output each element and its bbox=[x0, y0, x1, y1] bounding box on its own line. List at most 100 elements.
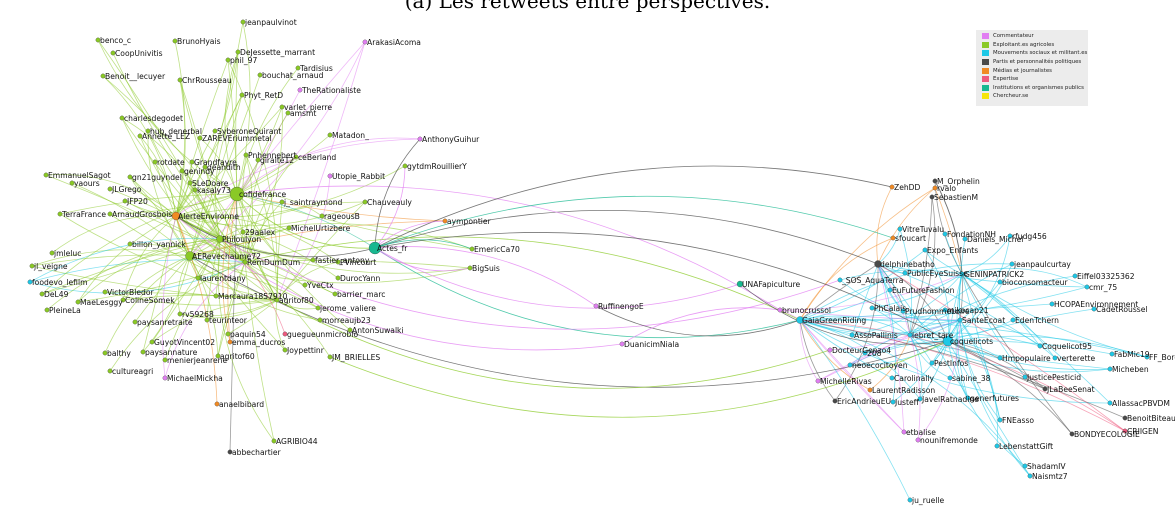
node-genindy bbox=[179, 168, 185, 174]
cluster-edge bbox=[224, 51, 239, 195]
node-label-morreaujb23: morreaujb23 bbox=[322, 316, 371, 325]
bridge-edge bbox=[236, 193, 376, 249]
cluster-edge bbox=[189, 255, 219, 357]
node-label-nounifremonde: nounifremonde bbox=[920, 436, 978, 445]
node-JM_BRIELLES bbox=[327, 354, 333, 360]
cluster-edge bbox=[909, 334, 923, 400]
cluster-edge bbox=[799, 237, 894, 321]
node-M_Orphelin bbox=[932, 178, 938, 184]
node-Justeff bbox=[890, 399, 896, 405]
node-FNEasso bbox=[997, 417, 1003, 423]
node-Chauveauly bbox=[362, 199, 368, 205]
node-emma_ducros bbox=[227, 339, 233, 345]
node-label-GuyotVincent02: GuyotVincent02 bbox=[154, 338, 215, 347]
node-BenoitBiteau bbox=[1122, 415, 1128, 421]
cluster-edge bbox=[227, 193, 238, 343]
cluster-edge bbox=[181, 170, 246, 263]
cluster-edge bbox=[217, 261, 246, 357]
node-label-TerraFrance: TerraFrance bbox=[61, 210, 106, 219]
node-RuffinengoE bbox=[593, 303, 599, 309]
bridge-edge bbox=[374, 210, 879, 265]
cluster-edge bbox=[164, 238, 221, 361]
node-label-abbechartier: abbechartier bbox=[232, 448, 281, 457]
node-JFP20 bbox=[122, 198, 128, 204]
cluster-edge bbox=[779, 273, 963, 311]
cluster-edge bbox=[799, 286, 1088, 322]
bridge-edge bbox=[374, 165, 893, 249]
node-label-SOS_AquaTerra: _SOS_AquaTerra bbox=[841, 276, 903, 285]
node-JavelRatnadine bbox=[917, 396, 923, 402]
node-barrier_marc bbox=[332, 291, 338, 297]
cluster-edge bbox=[877, 263, 1088, 288]
node-label-Marcaura1857910: Marcaura1857910 bbox=[218, 292, 288, 301]
cluster-edge bbox=[909, 319, 1014, 339]
cluster-edge bbox=[97, 39, 238, 195]
node-label-rvalo: rvalo bbox=[937, 184, 956, 193]
node-label-EricAndrieuEU: EricAndrieuEU bbox=[837, 397, 891, 406]
bridge-edge bbox=[244, 236, 801, 321]
cluster-edge bbox=[799, 319, 911, 501]
cluster-edge bbox=[909, 263, 1013, 336]
node-label-RuffinengoE: RuffinengoE bbox=[598, 302, 644, 311]
node-VictorBledor bbox=[102, 289, 108, 295]
node-label-FabMic19: FabMic19 bbox=[1114, 350, 1150, 359]
cluster-edge bbox=[899, 228, 913, 336]
node-Hmpopulaire bbox=[997, 355, 1003, 361]
cluster-edge bbox=[121, 117, 278, 301]
node-label-HCOPAEnvironnement: HCOPAEnvironnement bbox=[1054, 300, 1138, 309]
node-label-giralte12: giralte12 bbox=[260, 156, 294, 165]
node-rvalo bbox=[932, 185, 938, 191]
node-etbalise bbox=[901, 429, 907, 435]
cluster-edge bbox=[175, 215, 218, 405]
node-label-ChrRousseau: ChrRousseau bbox=[182, 76, 232, 85]
node-label-rv59268: rv59268 bbox=[182, 310, 214, 319]
node-ZAREVEriummetal bbox=[197, 135, 203, 141]
node-label-PublicEyeSuisse: PublicEyeSuisse bbox=[907, 269, 968, 278]
node-Joypettinr bbox=[282, 347, 288, 353]
node-label-hub_denerbal: hub_denerbal bbox=[150, 127, 202, 136]
bridge-edge bbox=[219, 238, 841, 330]
node-generfutures bbox=[965, 395, 971, 401]
node-label-AnnetteLEZ: Annette_LEZ bbox=[142, 132, 190, 141]
cluster-edge bbox=[961, 267, 1088, 288]
cluster-edge bbox=[244, 261, 286, 335]
cluster-edge bbox=[244, 261, 275, 442]
cluster-edge bbox=[175, 79, 186, 217]
cluster-edge bbox=[799, 263, 1013, 321]
node-label-29aalex: 29aalex bbox=[245, 228, 276, 237]
node-label-emma_ducros: emma_ducros bbox=[232, 338, 285, 347]
node-Phyt_RetD bbox=[239, 92, 245, 98]
cluster-edge bbox=[122, 255, 191, 301]
node-jeanpaulcurtay bbox=[1009, 261, 1015, 267]
node-CoopUnivitis bbox=[110, 50, 116, 56]
node-label-EdenTchern: EdenTchern bbox=[1015, 316, 1059, 325]
node-label-rotdate: rotdate bbox=[157, 158, 185, 167]
network-nodes bbox=[27, 19, 1150, 503]
node-VitreTuvalu bbox=[897, 226, 903, 232]
node-label-ArakasiAcoma: ArakasiAcoma bbox=[367, 38, 421, 47]
bridge-edge bbox=[374, 239, 473, 250]
cluster-edge bbox=[236, 192, 323, 217]
node-label-balthy: balthy bbox=[107, 349, 131, 358]
node-agritof80 bbox=[274, 297, 280, 303]
node-label-MichaelMickha: MichaelMickha bbox=[167, 374, 223, 383]
node-coquelicots bbox=[942, 335, 954, 347]
cluster-edge bbox=[244, 261, 319, 309]
node-abbechartier bbox=[227, 449, 233, 455]
node-label-anaelbibard: anaelbibard bbox=[219, 400, 264, 409]
cluster-edge bbox=[29, 237, 221, 283]
node-Grandfayre bbox=[189, 159, 195, 165]
node-AnthonyGuihur bbox=[417, 136, 423, 142]
cluster-edge bbox=[947, 340, 1031, 477]
network-edges bbox=[29, 21, 1148, 501]
cluster-edge bbox=[959, 319, 1001, 421]
node-label-BrunoHyais: BrunoHyais bbox=[177, 37, 221, 46]
cluster-edge bbox=[799, 249, 926, 321]
node-label-AERevechaume72: AERevechaume72 bbox=[192, 252, 261, 261]
node-cofidefrance bbox=[229, 186, 245, 202]
cluster-edge bbox=[909, 275, 1076, 336]
node-label-BONDYECOLOGIE: BONDYECOLOGIE bbox=[1074, 430, 1140, 439]
cluster-edge bbox=[959, 319, 1031, 477]
node-fastier_antony bbox=[310, 257, 316, 263]
cluster-edge bbox=[219, 238, 278, 301]
